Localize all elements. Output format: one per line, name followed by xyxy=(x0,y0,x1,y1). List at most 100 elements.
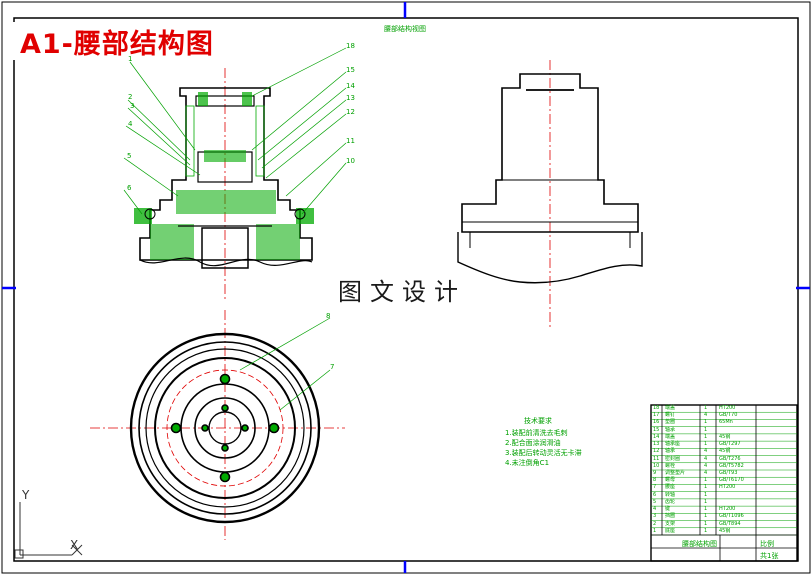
bom-cell-name: 端盖 xyxy=(665,405,676,411)
bom-cell-material: GB/T93 xyxy=(719,470,738,476)
bom-cell-no: 6 xyxy=(653,491,657,498)
bom-cell-name: 螺钉 xyxy=(665,412,676,419)
bom-cell-name: 端盖 xyxy=(665,433,676,440)
bom-cell-qty: 1 xyxy=(704,527,708,534)
bom-cell-name: 底座 xyxy=(665,527,676,534)
part-label: 8 xyxy=(326,312,331,320)
title-background xyxy=(12,22,262,60)
bom-cell-qty: 1 xyxy=(704,441,708,448)
bom-cell-name: 密封圈 xyxy=(665,455,681,462)
tech-req-line: 1.装配前清洗去毛刺 xyxy=(505,429,568,437)
bom-cell-name: 转轴 xyxy=(665,491,676,498)
bom-cell-material: GB/T894 xyxy=(719,520,741,527)
part-label: 4 xyxy=(128,120,133,128)
part-label: 10 xyxy=(346,157,355,165)
side-elevation-view xyxy=(457,60,643,330)
bom-cell-qty: 1 xyxy=(704,433,708,440)
bom-cell-no: 8 xyxy=(653,477,657,484)
bom-cell-qty: 1 xyxy=(704,477,708,484)
bom-cell-qty: 1 xyxy=(704,484,708,491)
bom-cell-qty: 1 xyxy=(704,520,708,527)
bom-cell-no: 1 xyxy=(653,527,657,534)
drawing-title: A1-腰部结构图 xyxy=(20,29,214,60)
bom-cell-qty: 4 xyxy=(704,462,708,469)
bom-cell-name: 挡圈 xyxy=(665,513,676,520)
top-note: 腰部结构视图 xyxy=(384,25,426,33)
bom-cell-qty: 1 xyxy=(704,419,708,426)
front-section-view xyxy=(134,68,314,300)
bom-cell-material: GB/T1096 xyxy=(719,513,744,520)
bom-cell-material: GB/T6170 xyxy=(719,477,744,484)
bom-cell-qty: 1 xyxy=(704,405,708,411)
bom-cell-no: 16 xyxy=(653,419,660,426)
bom-cell-name: 垫圈 xyxy=(665,419,676,426)
bom-cell-no: 17 xyxy=(653,412,660,419)
bom-cell-qty: 1 xyxy=(704,513,708,520)
part-label: 18 xyxy=(346,42,355,50)
watermark: 图文设计 xyxy=(336,272,468,307)
bom-cell-name: 轴承 xyxy=(665,448,676,455)
bom-cell-material: HT200 xyxy=(719,484,736,491)
part-label: 5 xyxy=(127,152,132,160)
bom-cell-no: 7 xyxy=(653,484,657,491)
bom-cell-material: HT200 xyxy=(719,405,736,411)
bom-cell-material: 45钢 xyxy=(719,433,731,440)
bom-cell-no: 15 xyxy=(653,426,660,433)
bom-cell-qty: 4 xyxy=(704,412,708,419)
bom-cell-no: 13 xyxy=(653,441,660,448)
bom-cell-no: 18 xyxy=(653,405,660,411)
bom-cell-no: 12 xyxy=(653,448,660,455)
tech-req-line: 3.装配后转动灵活无卡滞 xyxy=(505,449,582,457)
title-block-scale: 比例 xyxy=(760,540,774,548)
part-label: 15 xyxy=(346,66,355,74)
bom-cell-no: 4 xyxy=(653,506,657,513)
part-label: 11 xyxy=(346,137,355,145)
part-label: 7 xyxy=(330,363,335,371)
bom-cell-name: 调整垫片 xyxy=(665,470,686,476)
bom-cell-material: GB/T276 xyxy=(719,455,741,462)
bom-cell-no: 11 xyxy=(653,455,660,462)
bom-cell-name: 轴承 xyxy=(665,426,676,433)
section-leaders xyxy=(123,47,347,215)
bom-cell-qty: 1 xyxy=(704,506,708,513)
bom-cell-name: 螺母 xyxy=(665,477,676,484)
axis-x-label: X xyxy=(70,538,79,552)
bom-cell-qty: 4 xyxy=(704,455,708,462)
bom-cell-qty: 4 xyxy=(704,470,708,476)
bom-cell-name: 键 xyxy=(665,506,671,513)
bom-cell-material: 45钢 xyxy=(719,527,731,534)
bom-cell-no: 14 xyxy=(653,433,660,440)
bom-cell-no: 9 xyxy=(653,470,657,476)
tech-req-line: 2.配合面涂润滑油 xyxy=(505,439,561,447)
bom-cell-name: 螺栓 xyxy=(665,462,676,469)
title-block-name: 腰部结构图 xyxy=(682,540,717,548)
bom-cell-no: 10 xyxy=(653,462,660,469)
ucs-icon xyxy=(14,502,83,559)
part-label: 2 xyxy=(128,93,133,101)
bom-cell-material: 65Mn xyxy=(719,419,733,426)
bom-cell-no: 5 xyxy=(653,498,657,505)
tech-req-line: 4.未注倒角C1 xyxy=(505,459,550,467)
part-label: 3 xyxy=(130,102,135,110)
bom-cell-material: HT200 xyxy=(719,506,736,513)
bom-cell-qty: 1 xyxy=(704,491,708,498)
part-label: 12 xyxy=(346,108,355,116)
bom-cell-material: GB/T70 xyxy=(719,412,738,419)
bom-cell-name: 腰座 xyxy=(665,484,676,491)
title-block-sheet: 共1张 xyxy=(760,552,779,560)
bom-cell-material: GB/T297 xyxy=(719,441,741,448)
bom-cell-name: 支架 xyxy=(665,520,676,527)
bom-cell-name: 轴承座 xyxy=(665,441,681,448)
bom-cell-name: 齿轮 xyxy=(665,498,676,505)
bom-cell-qty: 1 xyxy=(704,426,708,433)
part-label: 6 xyxy=(127,184,132,192)
bom-cell-material: GB/T5782 xyxy=(719,462,744,469)
bom-cell-qty: 4 xyxy=(704,448,708,455)
bom-cell-no: 2 xyxy=(653,520,657,527)
tech-req-heading: 技术要求 xyxy=(524,417,552,425)
bom-cell-qty: 1 xyxy=(704,498,708,505)
axis-y-label: Y xyxy=(22,488,30,502)
part-label: 1 xyxy=(128,55,133,63)
